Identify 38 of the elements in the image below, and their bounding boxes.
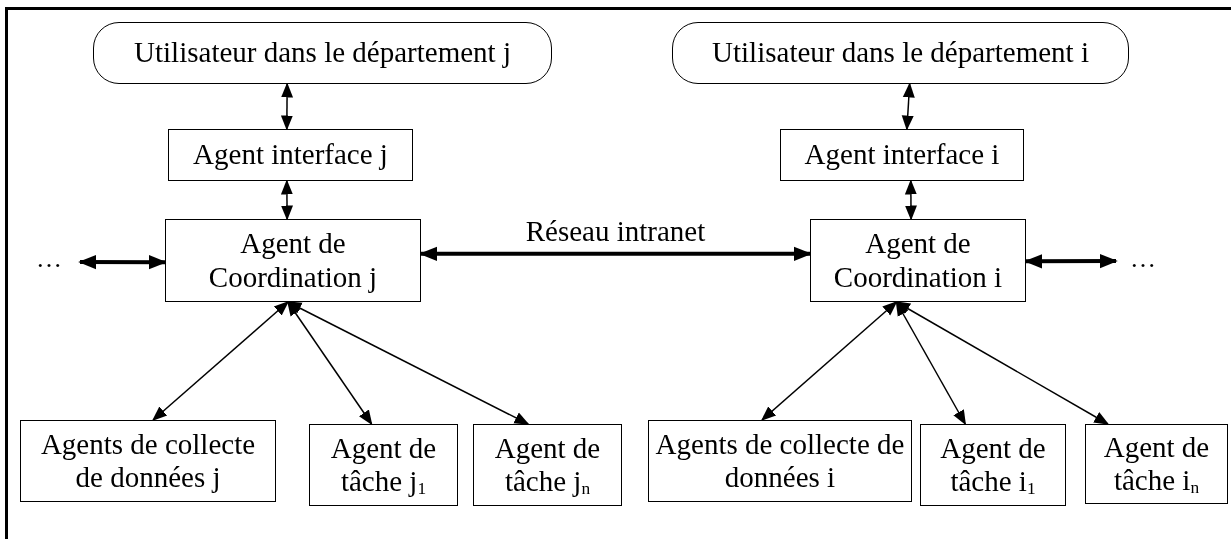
agent-box <box>780 129 1024 181</box>
arrow <box>901 82 915 131</box>
user-box <box>672 22 1129 84</box>
agent-box <box>473 424 622 506</box>
user-box <box>93 22 552 84</box>
agent-box <box>165 219 421 302</box>
arrow <box>152 301 289 421</box>
arrow <box>287 300 373 426</box>
arrow <box>904 179 917 221</box>
box-label: Utilisateur dans le département j <box>134 36 511 70</box>
ellipsis-text: … <box>1116 244 1174 274</box>
agent-box <box>1085 424 1228 504</box>
box-label: Agent interface i <box>804 138 1000 172</box>
agent-box <box>20 420 276 502</box>
box-label: Agent interface j <box>193 138 388 172</box>
agent-box <box>810 219 1026 302</box>
box-label: Agent de Coordination i <box>832 227 1004 294</box>
arrow <box>419 246 812 262</box>
box-label: Agent de Coordination j <box>207 227 379 294</box>
arrow <box>760 301 898 421</box>
box-label: Utilisateur dans le département i <box>712 36 1089 70</box>
box-label: Agent de tâche j$_{1}$ <box>329 431 438 499</box>
box-label: Agents de collecte de données j <box>39 427 257 495</box>
arrow <box>895 300 966 426</box>
agent-box <box>168 129 413 181</box>
arrow <box>1024 253 1118 269</box>
arrow <box>78 254 167 270</box>
ellipsis-text: … <box>22 244 80 274</box>
agent-box <box>920 424 1066 506</box>
arrow <box>280 82 294 131</box>
box-label: Agents de collecte de données i <box>655 427 905 495</box>
box-label: Agent de tâche i$_{1}$ <box>939 431 1047 499</box>
arrow <box>280 179 293 221</box>
box-label: Agent de tâche i$_{n}$ <box>1102 430 1211 498</box>
box-label: Agent de tâche j$_{n}$ <box>493 431 602 499</box>
agent-box <box>309 424 458 506</box>
arrow <box>895 301 1110 425</box>
agent-box <box>648 420 912 502</box>
